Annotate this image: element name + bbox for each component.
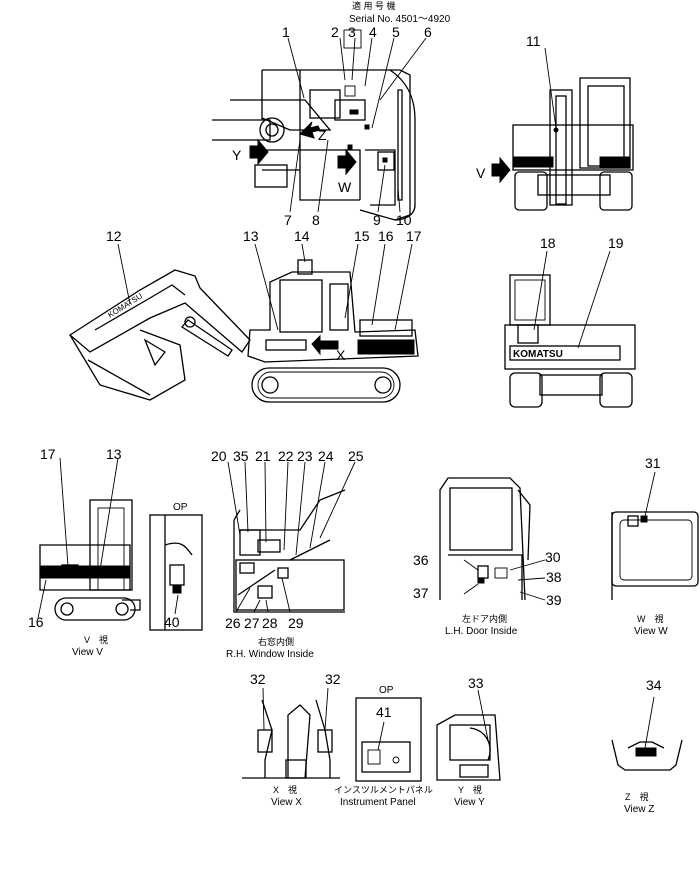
callout-17: 17 xyxy=(406,228,422,244)
callout-8: 8 xyxy=(312,212,320,228)
op-label-40: OP xyxy=(173,502,188,513)
callout-38: 38 xyxy=(546,569,562,585)
callout-35: 35 xyxy=(233,448,249,464)
callout-29: 29 xyxy=(288,615,304,631)
callout-4: 4 xyxy=(369,24,377,40)
instrument-panel-jp: インスツルメントパネル xyxy=(334,785,433,795)
view-z-jp: Z 視 xyxy=(625,791,649,802)
op-box-40: OP xyxy=(149,502,203,631)
boom-brand-text: KOMATSU xyxy=(106,291,144,319)
rh-window-drawing xyxy=(227,461,356,613)
callout-15: 15 xyxy=(354,228,370,244)
callout-2: 2 xyxy=(331,24,339,40)
callout-13-view-v: 13 xyxy=(106,446,122,462)
serial-jp: 適 用 号 機 xyxy=(352,0,396,11)
callout-41: 41 xyxy=(376,704,392,720)
side-view-right-drawing: V xyxy=(476,47,634,211)
lh-door-jp: 左ドア内側 xyxy=(462,613,507,624)
rh-window-jp: 右窓内側 xyxy=(258,636,294,647)
view-w-label: View W xyxy=(634,626,668,637)
op-label-41: OP xyxy=(379,685,394,696)
rh-window-label: R.H. Window Inside xyxy=(226,649,314,660)
view-w-drawing xyxy=(611,471,699,600)
callout-1: 1 xyxy=(282,24,290,40)
callout-14: 14 xyxy=(294,228,310,244)
callout-32-right: 32 xyxy=(325,671,341,687)
callout-16: 16 xyxy=(378,228,394,244)
callout-3: 3 xyxy=(348,24,356,40)
callout-26: 26 xyxy=(225,615,241,631)
rear-view-drawing: KOMATSU xyxy=(504,250,636,408)
view-y-label: View Y xyxy=(454,797,485,808)
view-captions: V 視 View V 右窓内側 R.H. Window Inside 左ドア内側… xyxy=(72,613,668,815)
callout-34: 34 xyxy=(646,677,662,693)
lh-door-label: L.H. Door Inside xyxy=(445,626,518,637)
callout-21: 21 xyxy=(255,448,271,464)
callout-23: 23 xyxy=(297,448,313,464)
view-y-drawing xyxy=(436,689,501,781)
callout-36: 36 xyxy=(413,552,429,568)
callout-37: 37 xyxy=(413,585,429,601)
callout-30: 30 xyxy=(545,549,561,565)
callout-19: 19 xyxy=(608,235,624,251)
callout-40: 40 xyxy=(164,614,180,630)
view-x-jp: X 視 xyxy=(273,784,297,795)
excavator-side-drawing: KOMATSU X xyxy=(68,243,419,403)
callout-27: 27 xyxy=(244,615,260,631)
callout-16-view-v: 16 xyxy=(28,614,44,630)
view-letter-z: Z xyxy=(318,127,327,143)
view-z-label: View Z xyxy=(624,804,654,815)
lh-door-drawing xyxy=(439,477,546,601)
view-v-label: View V xyxy=(72,647,103,658)
view-letter-y: Y xyxy=(232,147,242,163)
instrument-panel-label: Instrument Panel xyxy=(340,797,416,808)
callout-11: 11 xyxy=(526,33,541,49)
instrument-panel-op: OP xyxy=(355,685,422,782)
view-letter-x: X xyxy=(336,347,346,363)
callout-20: 20 xyxy=(211,448,227,464)
serial-header: 適 用 号 機 Serial No. 4501～4920 xyxy=(349,0,451,25)
callout-39: 39 xyxy=(546,592,562,608)
view-x-label: View X xyxy=(271,797,302,808)
top-view-drawing: Y W Z xyxy=(212,29,427,221)
view-x-drawing xyxy=(242,687,340,779)
callout-31: 31 xyxy=(645,455,661,471)
callout-25: 25 xyxy=(348,448,364,464)
callout-13: 13 xyxy=(243,228,259,244)
view-letter-v: V xyxy=(476,165,486,181)
callout-18: 18 xyxy=(540,235,556,251)
callout-33: 33 xyxy=(468,675,484,691)
serial-label: Serial No. 4501～4920 xyxy=(349,14,451,25)
callout-6: 6 xyxy=(424,24,432,40)
callout-28: 28 xyxy=(262,615,278,631)
view-y-jp: Y 視 xyxy=(458,784,482,795)
callout-32-left: 32 xyxy=(250,671,266,687)
view-letter-w: W xyxy=(338,179,352,195)
rear-brand-text: KOMATSU xyxy=(513,349,563,360)
callout-10: 10 xyxy=(396,212,412,228)
view-v-drawing xyxy=(37,457,141,621)
callout-numbers: 1 2 3 4 5 6 7 8 9 10 11 12 13 14 15 16 1… xyxy=(28,24,662,720)
callout-5: 5 xyxy=(392,24,400,40)
callout-24: 24 xyxy=(318,448,334,464)
view-v-jp: V 視 xyxy=(84,634,108,645)
callout-12: 12 xyxy=(106,228,122,244)
callout-7: 7 xyxy=(284,212,292,228)
callout-22: 22 xyxy=(278,448,294,464)
view-z-drawing xyxy=(611,696,683,771)
callout-9: 9 xyxy=(373,212,381,228)
callout-17-view-v: 17 xyxy=(40,446,56,462)
view-w-jp: W 視 xyxy=(637,613,664,624)
